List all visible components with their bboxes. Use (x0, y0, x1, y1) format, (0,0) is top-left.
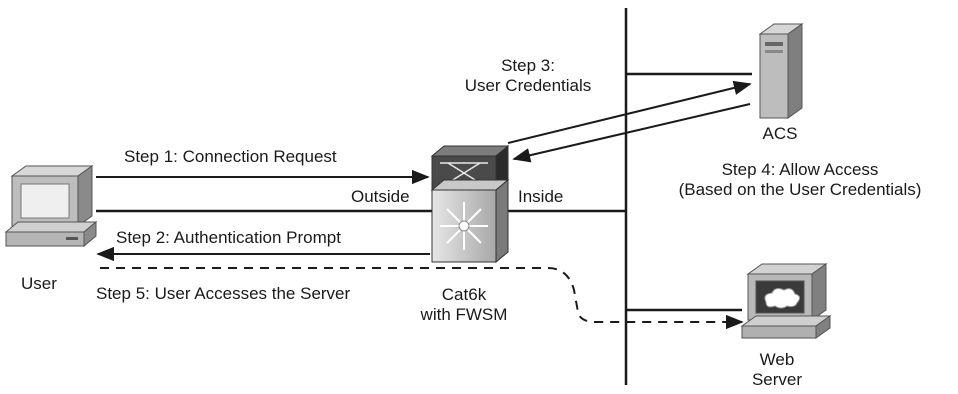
user-label: User (21, 274, 57, 293)
step3-label: Step 3: User Credentials (448, 56, 608, 96)
step3-label-line2: User Credentials (464, 76, 592, 95)
inside-label: Inside (518, 187, 564, 206)
cat6k-switch-fwsm-icon (430, 144, 510, 264)
web-server-icon (740, 263, 832, 339)
step4-label: Step 4: Allow Access (Based on the User … (650, 160, 950, 200)
web-server-label-line2: Server (751, 370, 803, 389)
cat6k-label-line1: Cat6k (441, 285, 487, 304)
outside-label: Outside (351, 187, 410, 206)
step3-arrow (507, 80, 752, 144)
step4-arrow (512, 103, 751, 163)
cat6k-label: Cat6k with FWSM (404, 285, 524, 325)
step2-label: Step 2: Authentication Prompt (116, 228, 341, 247)
step4-label-line1: Step 4: Allow Access (721, 160, 879, 179)
acs-label: ACS (762, 124, 798, 143)
step5-dashed-arrow (100, 267, 744, 330)
step5-label: Step 5: User Accesses the Server (96, 284, 351, 303)
web-server-label-line1: Web (759, 350, 795, 369)
step4-label-line2: (Based on the User Credentials) (678, 180, 922, 199)
server-tower-icon (758, 23, 804, 119)
step1-label: Step 1: Connection Request (124, 147, 337, 166)
cat6k-label-line2: with FWSM (420, 305, 508, 324)
workstation-icon (4, 165, 98, 248)
web-server-label: Web Server (737, 350, 817, 390)
step3-label-line1: Step 3: (501, 56, 555, 75)
